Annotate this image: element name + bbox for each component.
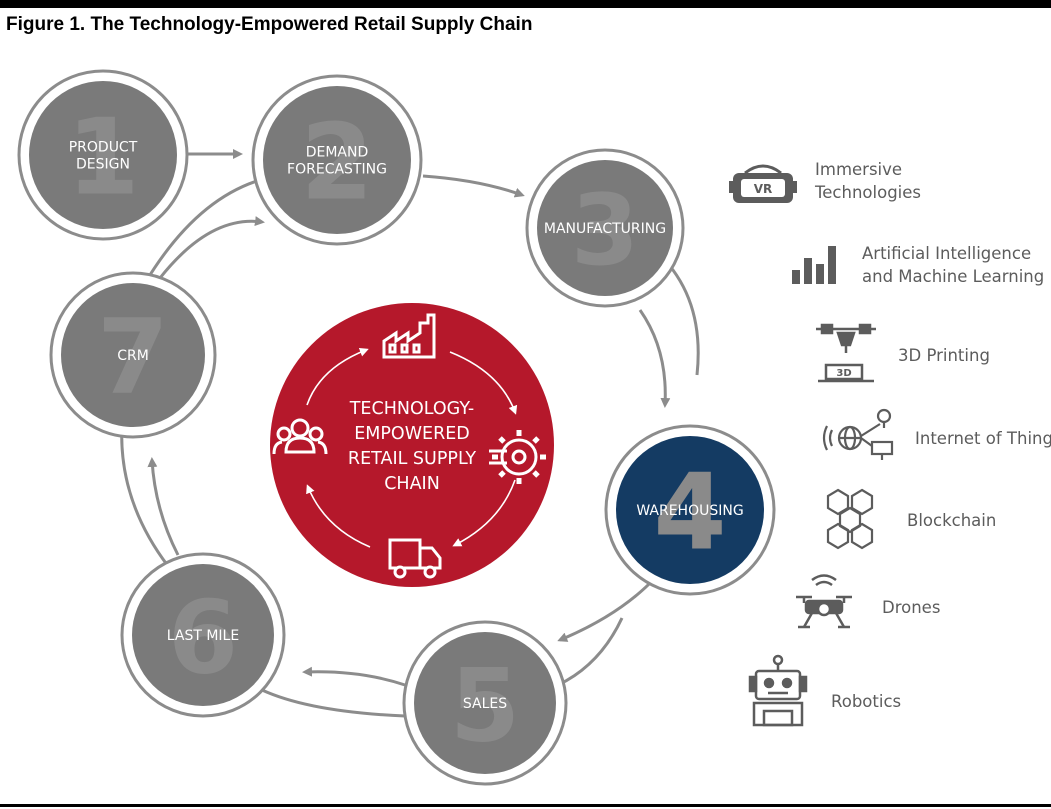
arrow-5-to-6 [302,666,406,687]
technology-label: Drones [882,598,940,617]
stage-number: 5 [450,646,520,764]
gear-icon [489,430,546,484]
stage-label: CRM [117,348,149,364]
bottom-rule [0,804,1051,807]
3d-printer-icon: 3D [816,323,876,383]
stage-disc [263,86,411,234]
stage-number: 2 [300,102,373,224]
stage-label: MANUFACTURING [544,221,666,237]
stage-disc [29,81,177,229]
blockchain-icon [826,488,874,550]
flow-arrows [147,149,671,687]
technology-item: 3D Printing [898,346,990,365]
stage-label: FORECASTING [287,162,387,178]
arrow-3-to-4 [638,309,671,408]
stage-disc [616,436,764,584]
stage-disc [414,632,556,774]
center-title-line: EMPOWERED [354,424,470,444]
truck-icon [388,538,442,579]
people-icon [272,418,328,455]
technology-label: Robotics [831,692,901,711]
stage-label: SALES [463,696,507,712]
iot-icon [822,408,894,460]
technology-item: Blockchain [907,511,996,530]
technology-item: Robotics [831,692,901,711]
figure-title: Figure 1. The Technology-Empowered Retai… [6,14,533,35]
technology-label: Technologies [814,183,921,202]
arrow-2-to-3 [422,174,525,198]
center-title-line: CHAIN [384,474,440,494]
center-title-line: RETAIL SUPPLY [348,449,476,469]
technology-label: 3D Printing [898,346,990,365]
technology-label: Blockchain [907,511,996,530]
stage-label: WAREHOUSING [636,503,743,519]
stage-disc [61,283,205,427]
technology-item: Artificial Intelligence and Machine Learn… [862,244,1044,286]
center-title: TECHNOLOGY- EMPOWERED RETAIL SUPPLY CHAIN [348,399,476,494]
technology-item: Internet of Things [915,429,1051,448]
svg-text:VR: VR [754,182,773,196]
arrow-6-to-7 [147,457,180,556]
stage-number: 7 [97,298,169,418]
stage-number: 6 [168,578,238,696]
stage-number: 4 [653,452,726,574]
svg-text:3D: 3D [836,368,851,379]
stage-label: LAST MILE [167,628,239,644]
stage-label: PRODUCT [69,140,138,156]
technology-label: and Machine Learning [862,267,1044,286]
technology-item: Drones [882,598,940,617]
stage-label: DESIGN [76,157,130,173]
technology-label: Immersive [815,160,902,179]
top-rule [0,0,1051,8]
stage-number: 1 [66,97,139,219]
bar-chart-icon [792,246,836,284]
stage-disc [537,160,673,296]
stage-label: DEMAND [306,145,369,161]
vr-headset-icon: VR [729,164,797,203]
center-cycle-arrows [306,347,518,548]
technology-label: Internet of Things [915,429,1051,448]
technology-label: Artificial Intelligence [862,244,1031,263]
center-hub: TECHNOLOGY- EMPOWERED RETAIL SUPPLY CHAIN [270,303,554,587]
center-title-line: TECHNOLOGY- [349,399,475,419]
stage-number: 3 [571,174,639,288]
drone-icon [796,574,852,629]
arrow-4-to-5 [557,576,657,642]
factory-icon [382,313,436,359]
arrow-7-to-2 [158,216,265,279]
stage-disc [132,564,274,706]
robot-icon [748,654,808,727]
